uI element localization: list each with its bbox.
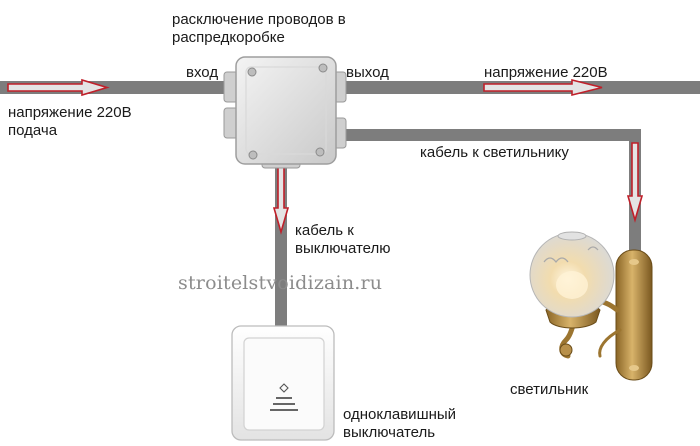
switch-cable-label-line1: кабель к xyxy=(295,222,354,239)
input-arrow xyxy=(7,78,110,97)
voltage-in-label-line1: напряжение 220В xyxy=(8,104,132,121)
junction-title-line2: распредкоробке xyxy=(172,29,285,46)
wall-lamp xyxy=(529,231,653,381)
input-label: вход xyxy=(186,64,219,81)
lamp-down-arrow xyxy=(626,142,644,223)
single-key-switch xyxy=(231,325,335,441)
junction-box xyxy=(223,56,347,169)
switch-down-arrow xyxy=(272,165,290,235)
lamp-cable-horizontal xyxy=(334,129,641,141)
watermark-text: stroitelstvoidizain.ru xyxy=(178,272,383,294)
switch-label-line1: одноклавишный xyxy=(343,406,457,423)
output-arrow xyxy=(483,78,603,97)
lamp-label: светильник xyxy=(510,381,589,398)
switch-cable-label-line2: выключателю xyxy=(295,240,391,257)
voltage-out-label: напряжение 220В xyxy=(484,64,608,81)
output-label: выход xyxy=(346,64,389,81)
switch-label-line2: выключатель xyxy=(343,424,436,441)
junction-title-line1: расключение проводов в xyxy=(172,11,346,28)
lamp-cable-label: кабель к светильнику xyxy=(420,144,569,161)
voltage-in-label-line2: подача xyxy=(8,122,58,139)
